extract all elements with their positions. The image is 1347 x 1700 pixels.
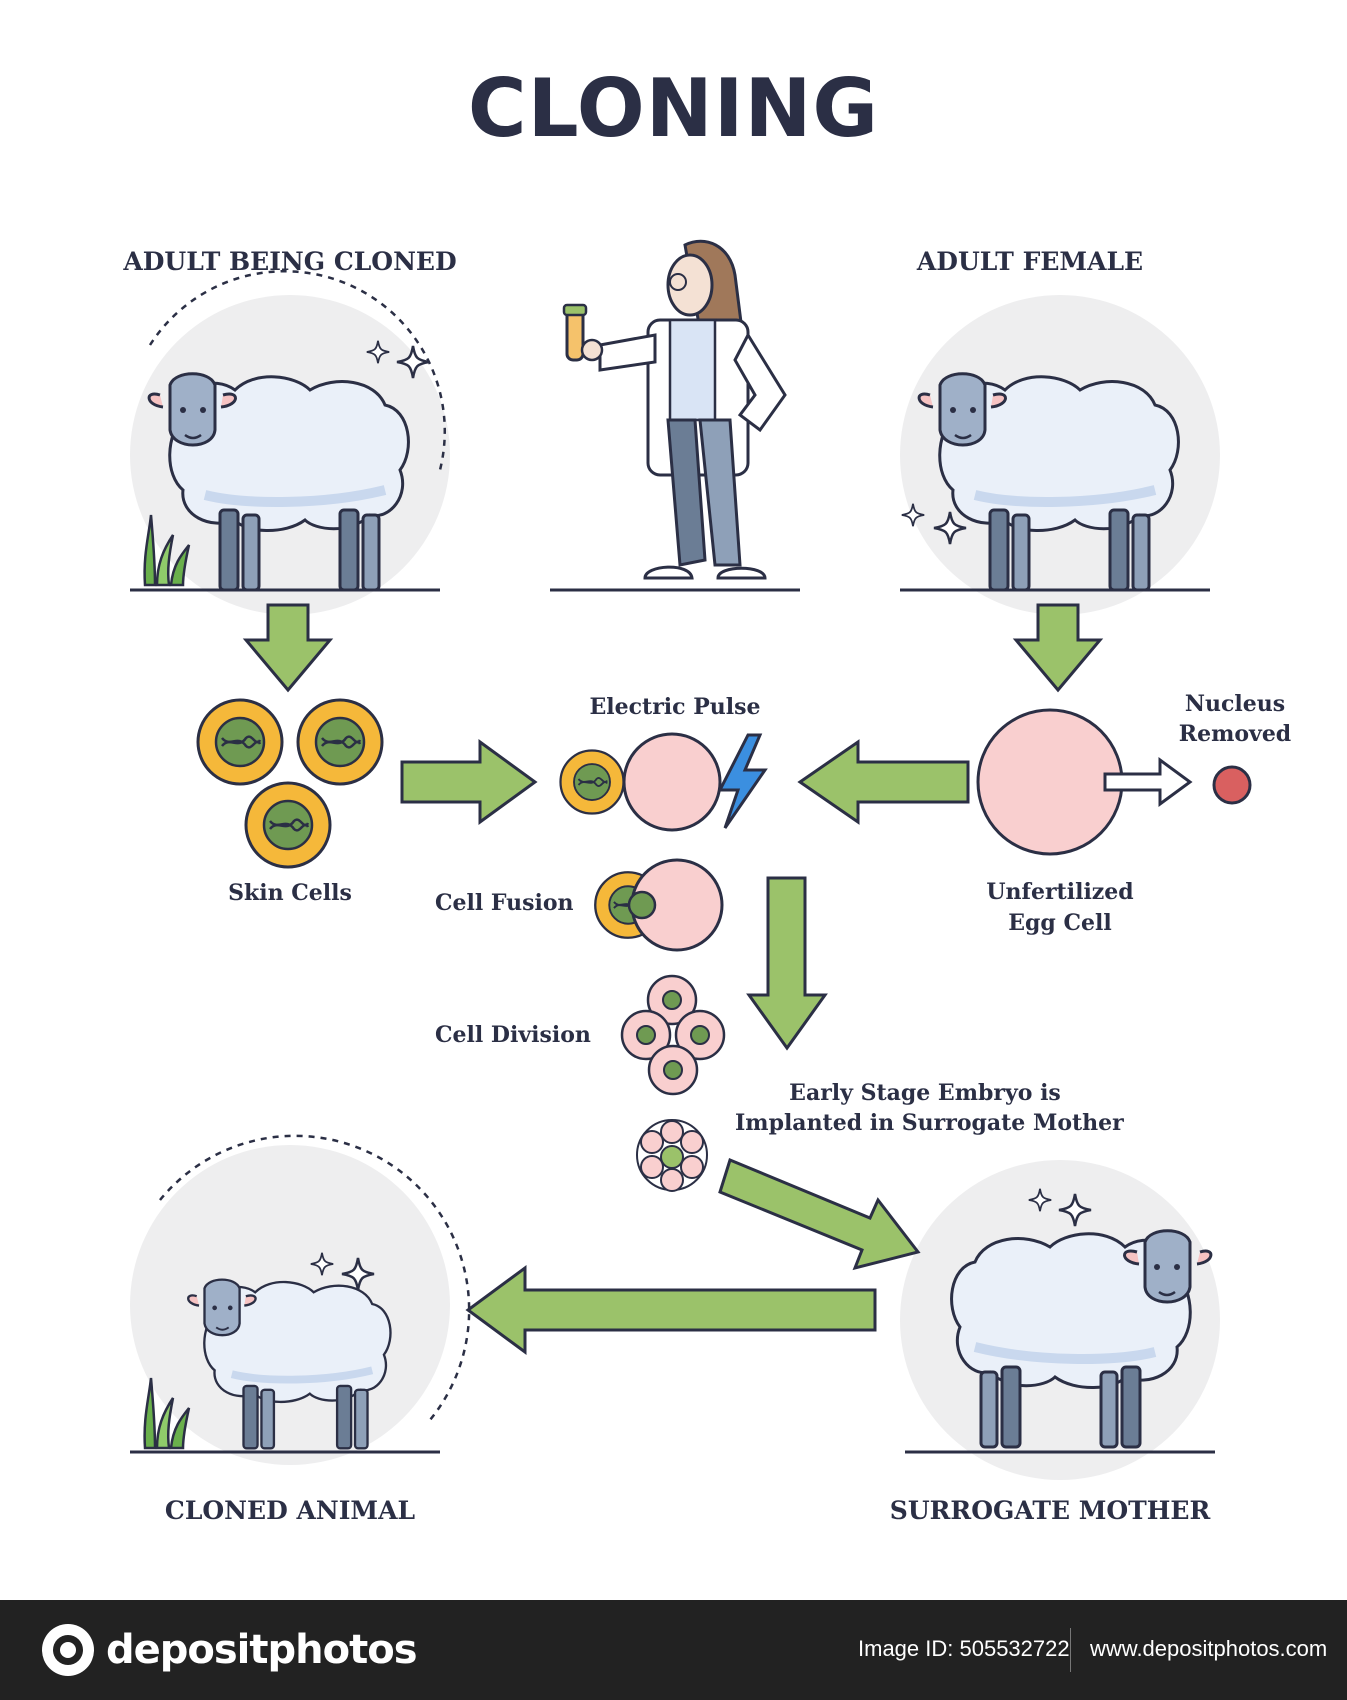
heading-cloned-animal: CLONED ANIMAL (164, 1496, 416, 1525)
arrow-icon-diagonal (718, 1157, 921, 1271)
depositphotos-logo[interactable]: depositphotos (40, 1622, 418, 1678)
footer-bar: depositphotos Image ID: 505532722 www.de… (0, 1600, 1347, 1700)
logo-text: depositphotos (106, 1627, 418, 1673)
footer-divider (1070, 1628, 1071, 1672)
arrow-icon-down-center (746, 876, 828, 1051)
cloning-diagram (130, 239, 1252, 1480)
lightning-icon (717, 733, 768, 829)
arrow-icon-nucleus (1103, 757, 1193, 807)
heading-adult-female: ADULT FEMALE (916, 247, 1144, 276)
egg-cell-icon-pulse (622, 732, 722, 832)
label-skin-cells: Skin Cells (228, 880, 352, 906)
cell-division-icon (620, 974, 726, 1096)
label-egg-cell: Egg Cell (1008, 910, 1112, 936)
label-embryo-line2: Implanted in Surrogate Mother (735, 1110, 1124, 1136)
skin-cell-icon-1 (196, 698, 284, 786)
arrow-icon-down-right (1012, 603, 1104, 693)
skin-cell-icon-3 (244, 781, 332, 869)
arrow-icon-down-left (242, 603, 334, 693)
heading-surrogate-mother: SURROGATE MOTHER (889, 1496, 1211, 1525)
camera-logo-icon (42, 1624, 94, 1676)
image-id: Image ID: 505532722 (858, 1636, 1070, 1661)
cell-fusion-icon (594, 858, 724, 952)
arrow-icon-left (797, 739, 970, 825)
label-nucleus: Nucleus (1184, 691, 1286, 717)
nucleus-icon (1212, 765, 1252, 805)
page-title: CLONING (467, 62, 880, 155)
label-embryo-line1: Early Stage Embryo is (789, 1080, 1061, 1106)
embryo-icon (636, 1119, 708, 1192)
label-removed: Removed (1178, 721, 1292, 747)
arrow-icon-right (400, 739, 538, 825)
label-electric-pulse: Electric Pulse (589, 694, 761, 720)
label-unfertilized: Unfertilized (986, 879, 1134, 905)
skin-cell-icon-pulse (559, 749, 625, 815)
heading-adult-being-cloned: ADULT BEING CLONED (123, 247, 457, 276)
skin-cell-icon-2 (296, 698, 384, 786)
scientist-icon (562, 239, 787, 580)
egg-cell-icon-unfertilized (976, 708, 1124, 856)
label-cell-fusion: Cell Fusion (435, 890, 574, 916)
label-cell-division: Cell Division (435, 1022, 591, 1048)
arrow-icon-bottom-left (465, 1265, 877, 1355)
site-link[interactable]: www.depositphotos.com (1090, 1636, 1328, 1661)
